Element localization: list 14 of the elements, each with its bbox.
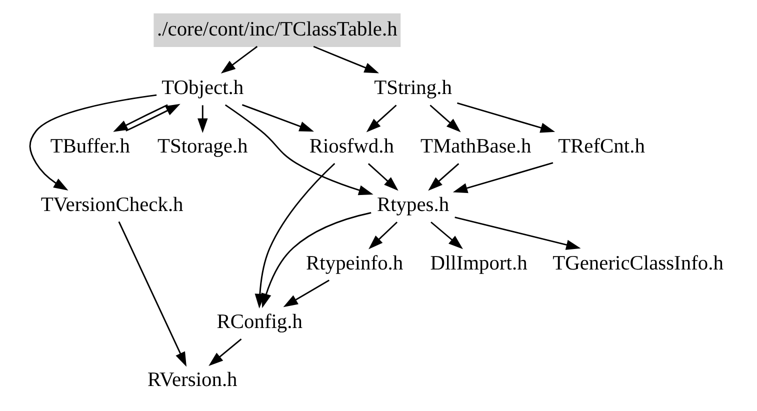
node-text: Rtypeinfo.h: [306, 252, 404, 274]
node-text: RConfig.h: [216, 310, 302, 333]
node-text: TBuffer.h: [50, 135, 130, 158]
node-text: DllImport.h: [430, 252, 528, 274]
node-text: TVersionCheck.h: [40, 194, 184, 216]
node-text: TMathBase.h: [420, 135, 532, 158]
node-text: Riosfwd.h: [309, 135, 394, 158]
node-text: TGenericClassInfo.h: [552, 252, 724, 274]
node-text: RVersion.h: [148, 369, 238, 392]
node-text: TStorage.h: [158, 135, 248, 158]
node-text: TObject.h: [162, 77, 244, 100]
node-text: TRefCnt.h: [558, 135, 645, 158]
node-text: Rtypes.h: [376, 194, 450, 216]
node-text: TString.h: [374, 77, 452, 100]
